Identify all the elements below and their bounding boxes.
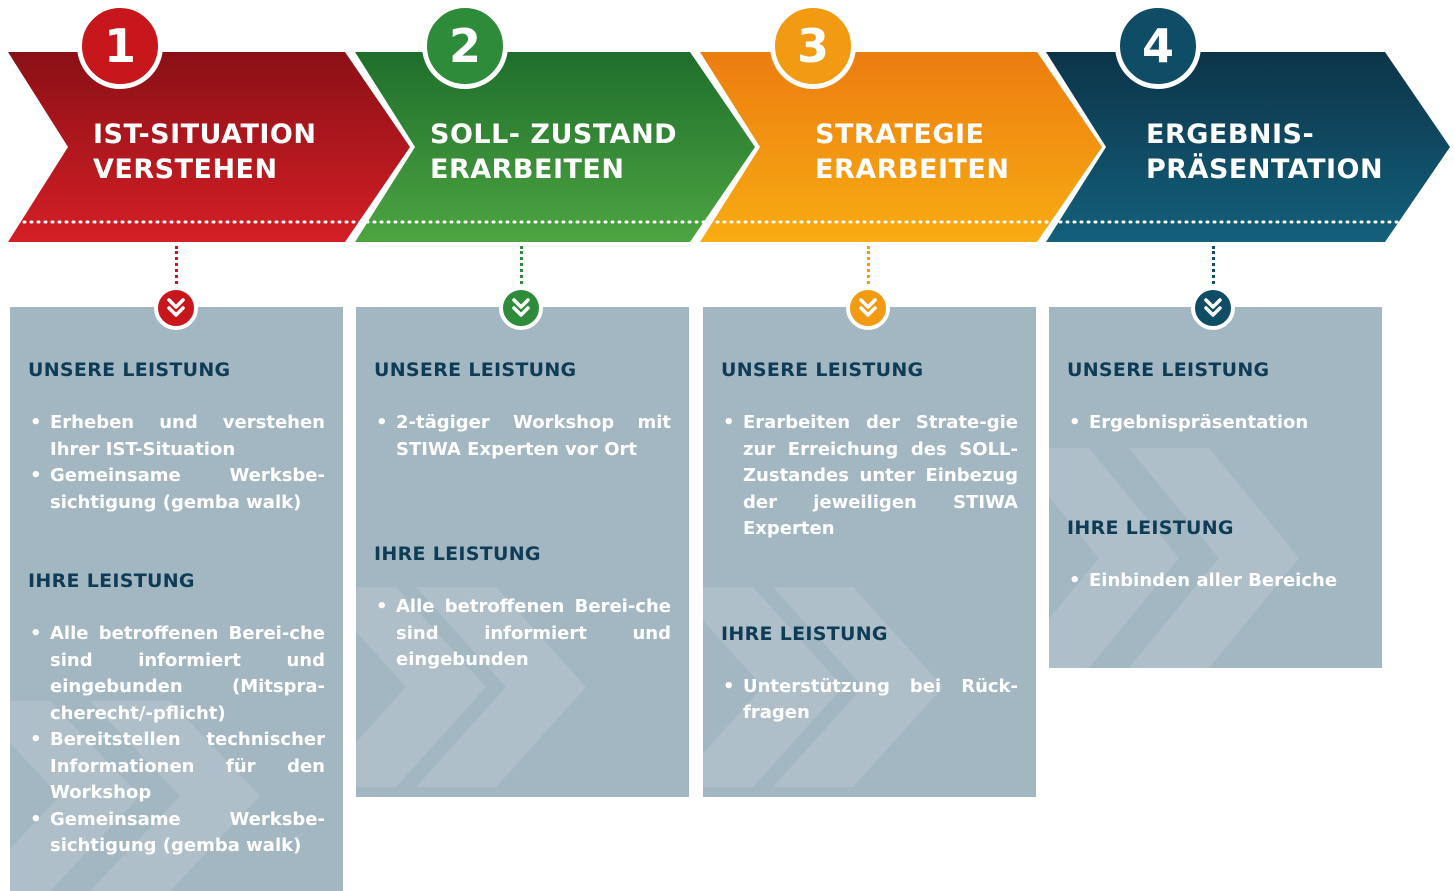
list-item: Erheben und verstehen Ihrer IST-Situatio… xyxy=(28,410,325,463)
list-item: 2-tägiger Workshop mit STIWA Experten vo… xyxy=(374,410,671,463)
step-1-connector xyxy=(175,246,178,290)
step-4-title: ERGEBNIS- PRÄSENTATION xyxy=(1146,119,1384,185)
our-service-heading: UNSERE LEISTUNG xyxy=(374,359,577,381)
our-service-heading: UNSERE LEISTUNG xyxy=(1067,359,1270,381)
step-4-panel: UNSERE LEISTUNG Ergebnispräsentation IHR… xyxy=(1049,307,1382,668)
your-service-heading: IHRE LEISTUNG xyxy=(721,622,888,645)
your-service-heading: IHRE LEISTUNG xyxy=(28,570,195,592)
your-service-heading: IHRE LEISTUNG xyxy=(374,543,541,565)
list-item: Unterstützung bei Rück-fragen xyxy=(721,674,1018,727)
step-3-connector xyxy=(867,246,870,290)
step-1-number: 1 xyxy=(77,3,163,89)
step-2-double-chevron-down-icon xyxy=(499,286,543,330)
list-item: Gemeinsame Werksbe-sichtigung (gemba wal… xyxy=(28,463,325,516)
step-3-number: 3 xyxy=(770,3,856,89)
step-3-double-chevron-down-icon xyxy=(846,286,890,330)
your-service-heading: IHRE LEISTUNG xyxy=(1067,516,1234,539)
list-item: Erarbeiten der Strate-gie zur Erreichung… xyxy=(721,410,1018,543)
background-arrows-icon xyxy=(1049,448,1299,668)
step-2-number: 2 xyxy=(422,3,508,89)
step-4-connector xyxy=(1212,246,1215,290)
step-1-title: IST-SITUATION VERSTEHEN xyxy=(93,119,317,185)
list-item: Alle betroffenen Berei-che sind informie… xyxy=(28,621,325,727)
step-3-chevron xyxy=(700,52,1102,242)
list-item: Gemeinsame Werksbe-sichtigung (gemba wal… xyxy=(28,807,325,860)
list-item: Bereitstellen technischer Informationen … xyxy=(28,727,325,807)
our-service-heading: UNSERE LEISTUNG xyxy=(721,359,924,381)
list-item: Alle betroffenen Berei-che sind informie… xyxy=(374,594,671,674)
our-service-heading: UNSERE LEISTUNG xyxy=(28,359,231,381)
step-2-title: SOLL- ZUSTAND ERARBEITEN xyxy=(430,119,678,185)
step-1-chevron xyxy=(8,52,410,242)
list-item: Ergebnispräsentation xyxy=(1067,410,1364,437)
step-3-panel: UNSERE LEISTUNG Erarbeiten der Strate-gi… xyxy=(703,307,1036,797)
process-banner xyxy=(8,52,1450,242)
step-1-double-chevron-down-icon xyxy=(154,286,198,330)
step-2-panel: UNSERE LEISTUNG 2-tägiger Workshop mit S… xyxy=(356,307,689,797)
step-2-chevron xyxy=(355,52,755,242)
step-4-chevron xyxy=(1046,52,1450,242)
step-4-number: 4 xyxy=(1115,3,1201,89)
step-1-panel: UNSERE LEISTUNG Erheben und verstehen Ih… xyxy=(10,307,343,891)
step-2-connector xyxy=(520,246,523,290)
step-4-double-chevron-down-icon xyxy=(1191,286,1235,330)
list-item: Einbinden aller Bereiche xyxy=(1067,568,1364,595)
step-3-title: STRATEGIE ERARBEITEN xyxy=(815,119,1010,185)
